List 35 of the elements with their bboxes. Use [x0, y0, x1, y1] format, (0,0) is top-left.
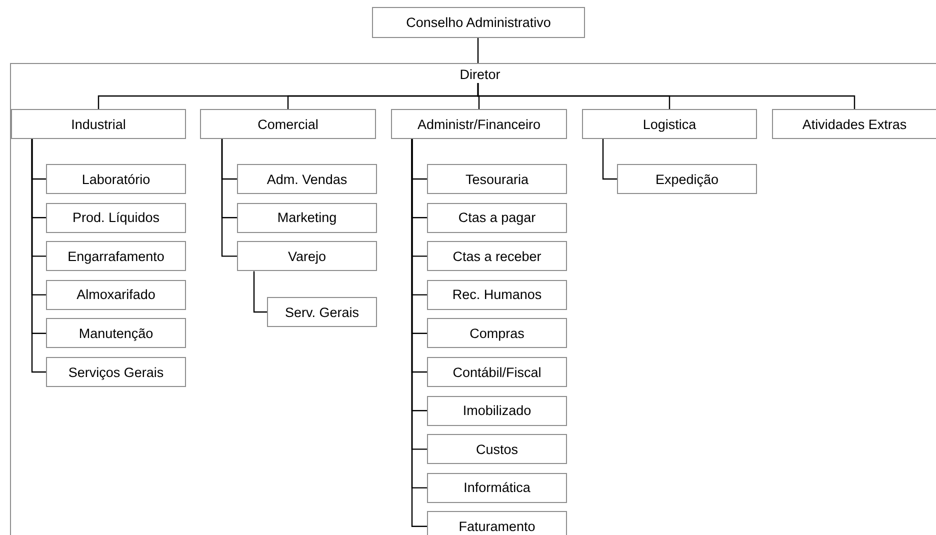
- org-unit-box: Atividades Extras: [772, 109, 936, 139]
- org-unit-box: Contábil/Fiscal: [427, 357, 567, 387]
- org-unit-box: Prod. Líquidos: [46, 202, 186, 233]
- org-unit-box: Adm. Vendas: [237, 164, 377, 194]
- org-unit-box: Varejo: [237, 241, 377, 272]
- org-unit-box: Serv. Gerais: [267, 297, 377, 327]
- org-unit-box: Compras: [427, 318, 567, 348]
- panel-heading: Diretor: [458, 67, 502, 82]
- org-unit-box: Marketing: [237, 202, 377, 233]
- org-unit-box: Ctas a pagar: [427, 202, 567, 233]
- connector-line: [477, 38, 479, 63]
- director-panel: [10, 63, 936, 535]
- org-unit-box: Expedição: [617, 164, 757, 194]
- org-unit-box: Rec. Humanos: [427, 280, 567, 310]
- org-unit-box: Informática: [427, 472, 567, 503]
- org-unit-box: Comercial: [200, 109, 376, 139]
- org-unit-box: Custos: [427, 434, 567, 464]
- connector-line: [221, 139, 237, 257]
- org-unit-box: Faturamento: [427, 511, 567, 535]
- connector-line: [602, 139, 617, 180]
- org-unit-box: Industrial: [11, 109, 186, 139]
- org-unit-box: Tesouraria: [427, 164, 567, 194]
- org-unit-box: Almoxarifado: [46, 280, 186, 310]
- org-unit-box: Conselho Administrativo: [372, 7, 585, 38]
- org-unit-box: Ctas a receber: [427, 241, 567, 272]
- org-unit-box: Engarrafamento: [46, 241, 186, 272]
- org-unit-box: Logistica: [582, 109, 757, 139]
- connector-line: [477, 83, 856, 109]
- org-unit-box: Imobilizado: [427, 396, 567, 426]
- connector-line: [31, 139, 46, 373]
- connector-line: [253, 271, 267, 313]
- org-unit-box: Administr/Financeiro: [391, 109, 567, 139]
- org-unit-box: Serviços Gerais: [46, 357, 186, 387]
- org-unit-box: Manutenção: [46, 318, 186, 348]
- org-unit-box: Laboratório: [46, 164, 186, 194]
